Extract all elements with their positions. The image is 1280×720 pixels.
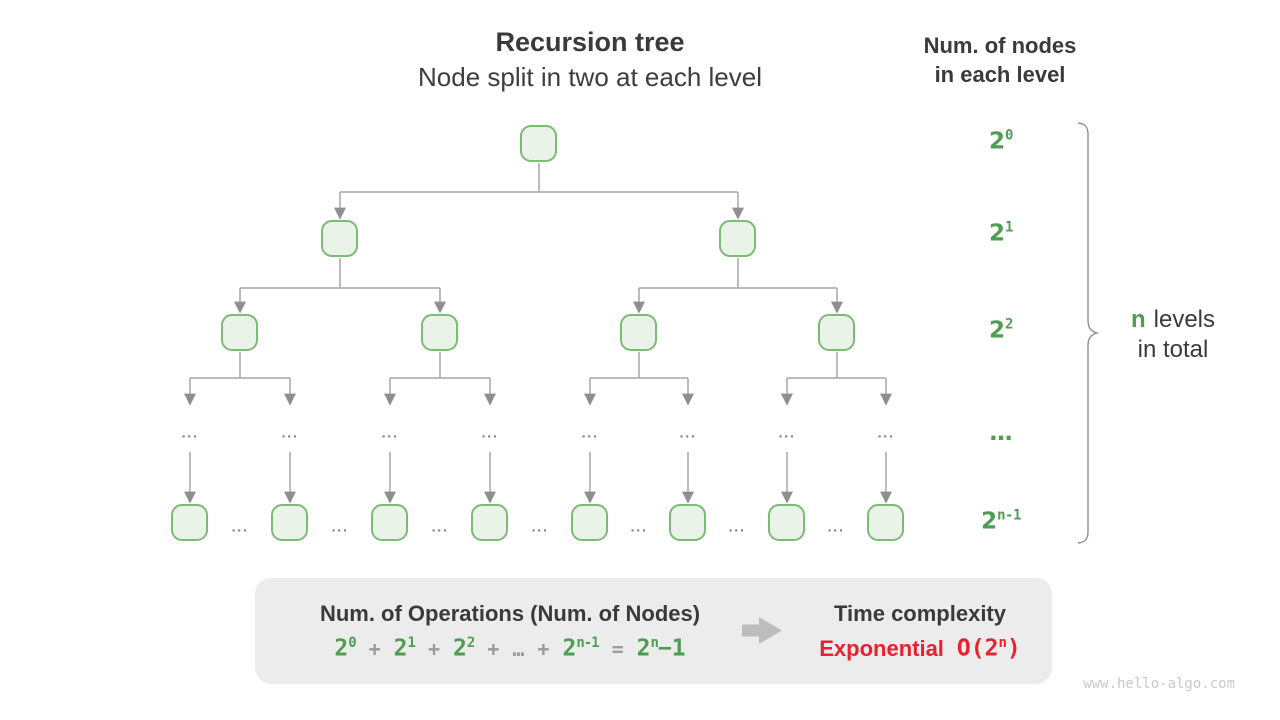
formula-token: 20 <box>334 635 356 662</box>
level-count-label-ellipsis: … <box>989 420 1013 446</box>
formula-token: + <box>487 636 500 661</box>
ellipsis-level: ... <box>778 424 796 442</box>
ellipsis-level: ... <box>481 424 499 442</box>
ellipsis-level: ... <box>679 424 697 442</box>
tree-node-leaf <box>571 504 608 541</box>
diagram-title: Recursion tree <box>495 27 685 57</box>
tree-node <box>818 314 855 351</box>
tree-node-leaf <box>271 504 308 541</box>
formula-token: + <box>537 636 550 661</box>
level-count-label-0: 20 <box>989 127 1013 155</box>
ellipsis-level: ... <box>877 424 895 442</box>
tree-node-leaf <box>171 504 208 541</box>
levels-total-text: levels <box>1153 306 1216 333</box>
formula-token: + <box>368 636 381 661</box>
formula-token: + <box>427 636 441 661</box>
tree-node <box>620 314 657 351</box>
site-watermark: www.hello-algo.com <box>1083 676 1235 692</box>
ellipsis-bottom-row: ... <box>630 518 648 536</box>
tree-node <box>421 314 458 351</box>
time-complexity-value: Exponential O(2n) <box>795 635 1045 662</box>
complexity-big-o: O(2n) <box>956 635 1021 662</box>
levels-total-n: n <box>1130 306 1146 333</box>
ellipsis-bottom-row: ... <box>531 518 549 536</box>
complexity-name: Exponential <box>819 635 944 661</box>
formula-token: 2n-1 <box>562 635 599 662</box>
formula-token: 22 <box>453 635 475 662</box>
levels-total-line2: in total <box>1137 336 1209 363</box>
level-count-label-last: 2n-1 <box>981 507 1021 535</box>
ellipsis-bottom-row: ... <box>827 518 845 536</box>
tree-node <box>221 314 258 351</box>
tree-node-leaf <box>669 504 706 541</box>
tree-node-root <box>520 125 557 162</box>
formula-token: 2n−1 <box>636 635 686 662</box>
ellipsis-level: ... <box>281 424 299 442</box>
summary-box: Num. of Operations (Num. of Nodes) 20 +21… <box>255 578 1052 684</box>
tree-node <box>719 220 756 257</box>
tree-node-leaf <box>867 504 904 541</box>
operations-title: Num. of Operations (Num. of Nodes) <box>319 601 701 626</box>
level-count-label-1: 21 <box>989 219 1013 247</box>
levels-brace <box>1077 122 1100 544</box>
right-header-line2: in each level <box>934 62 1066 87</box>
formula-token: 21 <box>393 635 416 662</box>
right-column-header: Num. of nodes in each level <box>924 31 1077 89</box>
ellipsis-bottom-row: ... <box>431 518 449 536</box>
tree-node <box>321 220 358 257</box>
tree-node-leaf <box>371 504 408 541</box>
formula-token: … <box>512 636 525 661</box>
ellipsis-level: ... <box>181 424 199 442</box>
formula-token: = <box>611 636 624 661</box>
ellipsis-bottom-row: ... <box>728 518 746 536</box>
diagram-subtitle: Node split in two at each level <box>418 62 762 92</box>
operations-formula: 20 +21 +22 + … +2n-1 = 2n−1 <box>280 635 740 662</box>
right-arrow-icon <box>742 617 782 644</box>
ellipsis-level: ... <box>381 424 399 442</box>
time-complexity-title: Time complexity <box>834 601 1006 626</box>
ellipsis-bottom-row: ... <box>231 518 249 536</box>
right-header-line1: Num. of nodes <box>923 33 1077 58</box>
ellipsis-bottom-row: ... <box>331 518 349 536</box>
tree-node-leaf <box>768 504 805 541</box>
tree-node-leaf <box>471 504 508 541</box>
level-count-label-2: 22 <box>989 316 1013 344</box>
ellipsis-level: ... <box>581 424 599 442</box>
